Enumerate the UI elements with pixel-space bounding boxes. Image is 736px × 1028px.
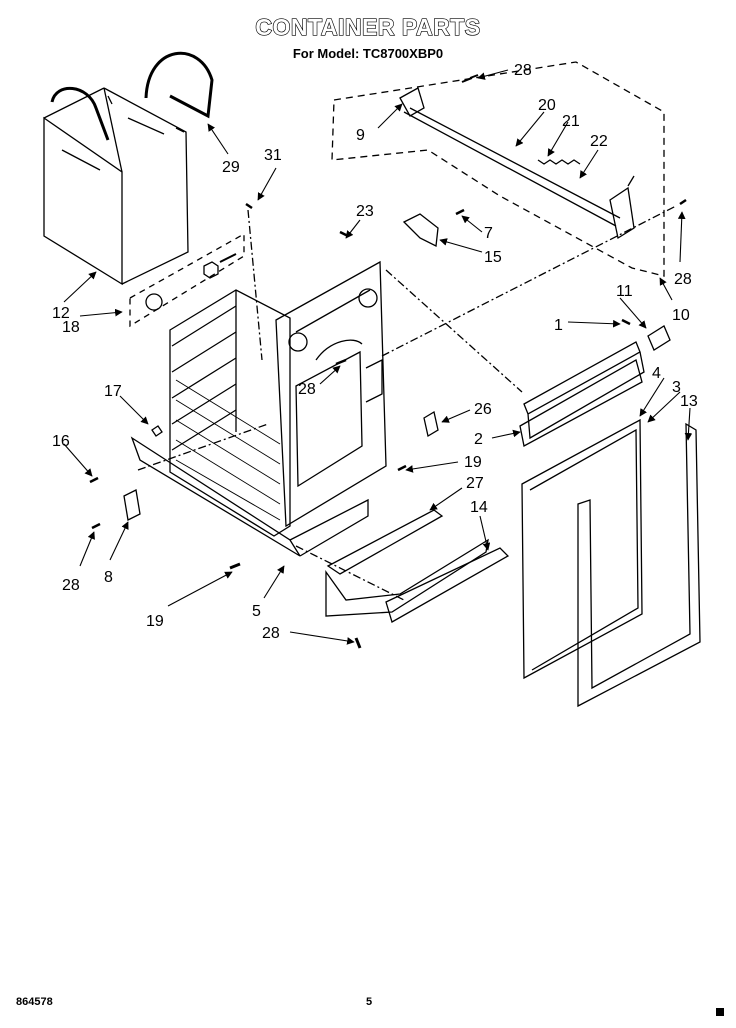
callout-2: 2 [474, 431, 483, 448]
base-frame [130, 436, 301, 557]
callout-23: 23 [356, 203, 374, 220]
callout-15: 15 [484, 249, 502, 266]
screw-part [461, 74, 479, 83]
screw-part [621, 318, 631, 326]
callout-18: 18 [62, 319, 80, 336]
screw-part [229, 562, 241, 570]
callout-labels: 28 9 20 21 22 31 29 23 7 15 28 11 10 1 1… [52, 62, 698, 642]
callout-13: 13 [680, 393, 698, 410]
callout-19-left: 19 [146, 613, 164, 630]
corner-mark [716, 1008, 724, 1016]
drawer-panel [325, 538, 489, 617]
callout-7: 7 [484, 225, 493, 242]
callout-4: 4 [652, 365, 661, 382]
callout-31: 31 [264, 147, 282, 164]
callout-21: 21 [562, 113, 580, 130]
drawer-handle [326, 509, 444, 575]
compactor-bag [43, 86, 189, 286]
page-number: 5 [366, 996, 373, 1008]
callout-9: 9 [356, 127, 365, 144]
hinge-plate-right [609, 186, 635, 240]
callout-12: 12 [52, 305, 70, 322]
callout-27: 27 [466, 475, 484, 492]
callout-26: 26 [474, 401, 492, 418]
screw-part [91, 522, 101, 530]
spring-part [537, 159, 581, 165]
knob-part [145, 293, 163, 311]
callout-1: 1 [554, 317, 563, 334]
model-subtitle: For Model: TC8700XBP0 [292, 46, 444, 61]
callout-28-left: 28 [62, 577, 80, 594]
slide-bracket [647, 325, 671, 351]
hinge-rod [403, 107, 621, 227]
callout-19-right: 19 [464, 454, 482, 471]
washer-part [151, 425, 163, 437]
container-cabinet [169, 260, 387, 537]
callout-5: 5 [252, 603, 261, 620]
bag-handle [144, 51, 214, 119]
callout-28-bottom: 28 [262, 625, 280, 642]
screw-part [455, 208, 465, 216]
callout-28-right: 28 [674, 271, 692, 288]
callout-11: 11 [616, 283, 633, 300]
page-title: CONTAINER PARTS [255, 13, 481, 40]
nut-part [203, 261, 219, 279]
callout-16: 16 [52, 433, 70, 450]
door-trim-upper [523, 341, 645, 440]
callout-20: 20 [538, 97, 556, 114]
callout-22: 22 [590, 133, 608, 150]
door-gasket [577, 422, 701, 708]
callout-10: 10 [672, 307, 690, 324]
toe-plate [385, 547, 510, 623]
latch-bracket [402, 213, 439, 247]
door-latch [423, 410, 439, 438]
callout-8: 8 [104, 569, 113, 586]
door-trim-lower [519, 359, 643, 447]
callout-3: 3 [672, 379, 681, 396]
screw-part [335, 358, 347, 366]
callout-28-top: 28 [514, 62, 532, 79]
door-catch [123, 489, 141, 521]
screw-part [89, 476, 99, 484]
callout-14: 14 [470, 499, 488, 516]
door-panel [521, 418, 643, 680]
screw-part [339, 230, 349, 238]
document-number: 864578 [16, 996, 53, 1008]
screw-part [397, 464, 407, 472]
callout-17: 17 [104, 383, 122, 400]
hinge-bracket [399, 87, 425, 117]
screw-part [679, 198, 687, 206]
callout-29: 29 [222, 159, 240, 176]
screw-part [354, 637, 362, 649]
hinge-assembly-dashed-outline [331, 61, 665, 277]
screw-part [245, 202, 253, 210]
callout-28-mid: 28 [298, 381, 316, 398]
